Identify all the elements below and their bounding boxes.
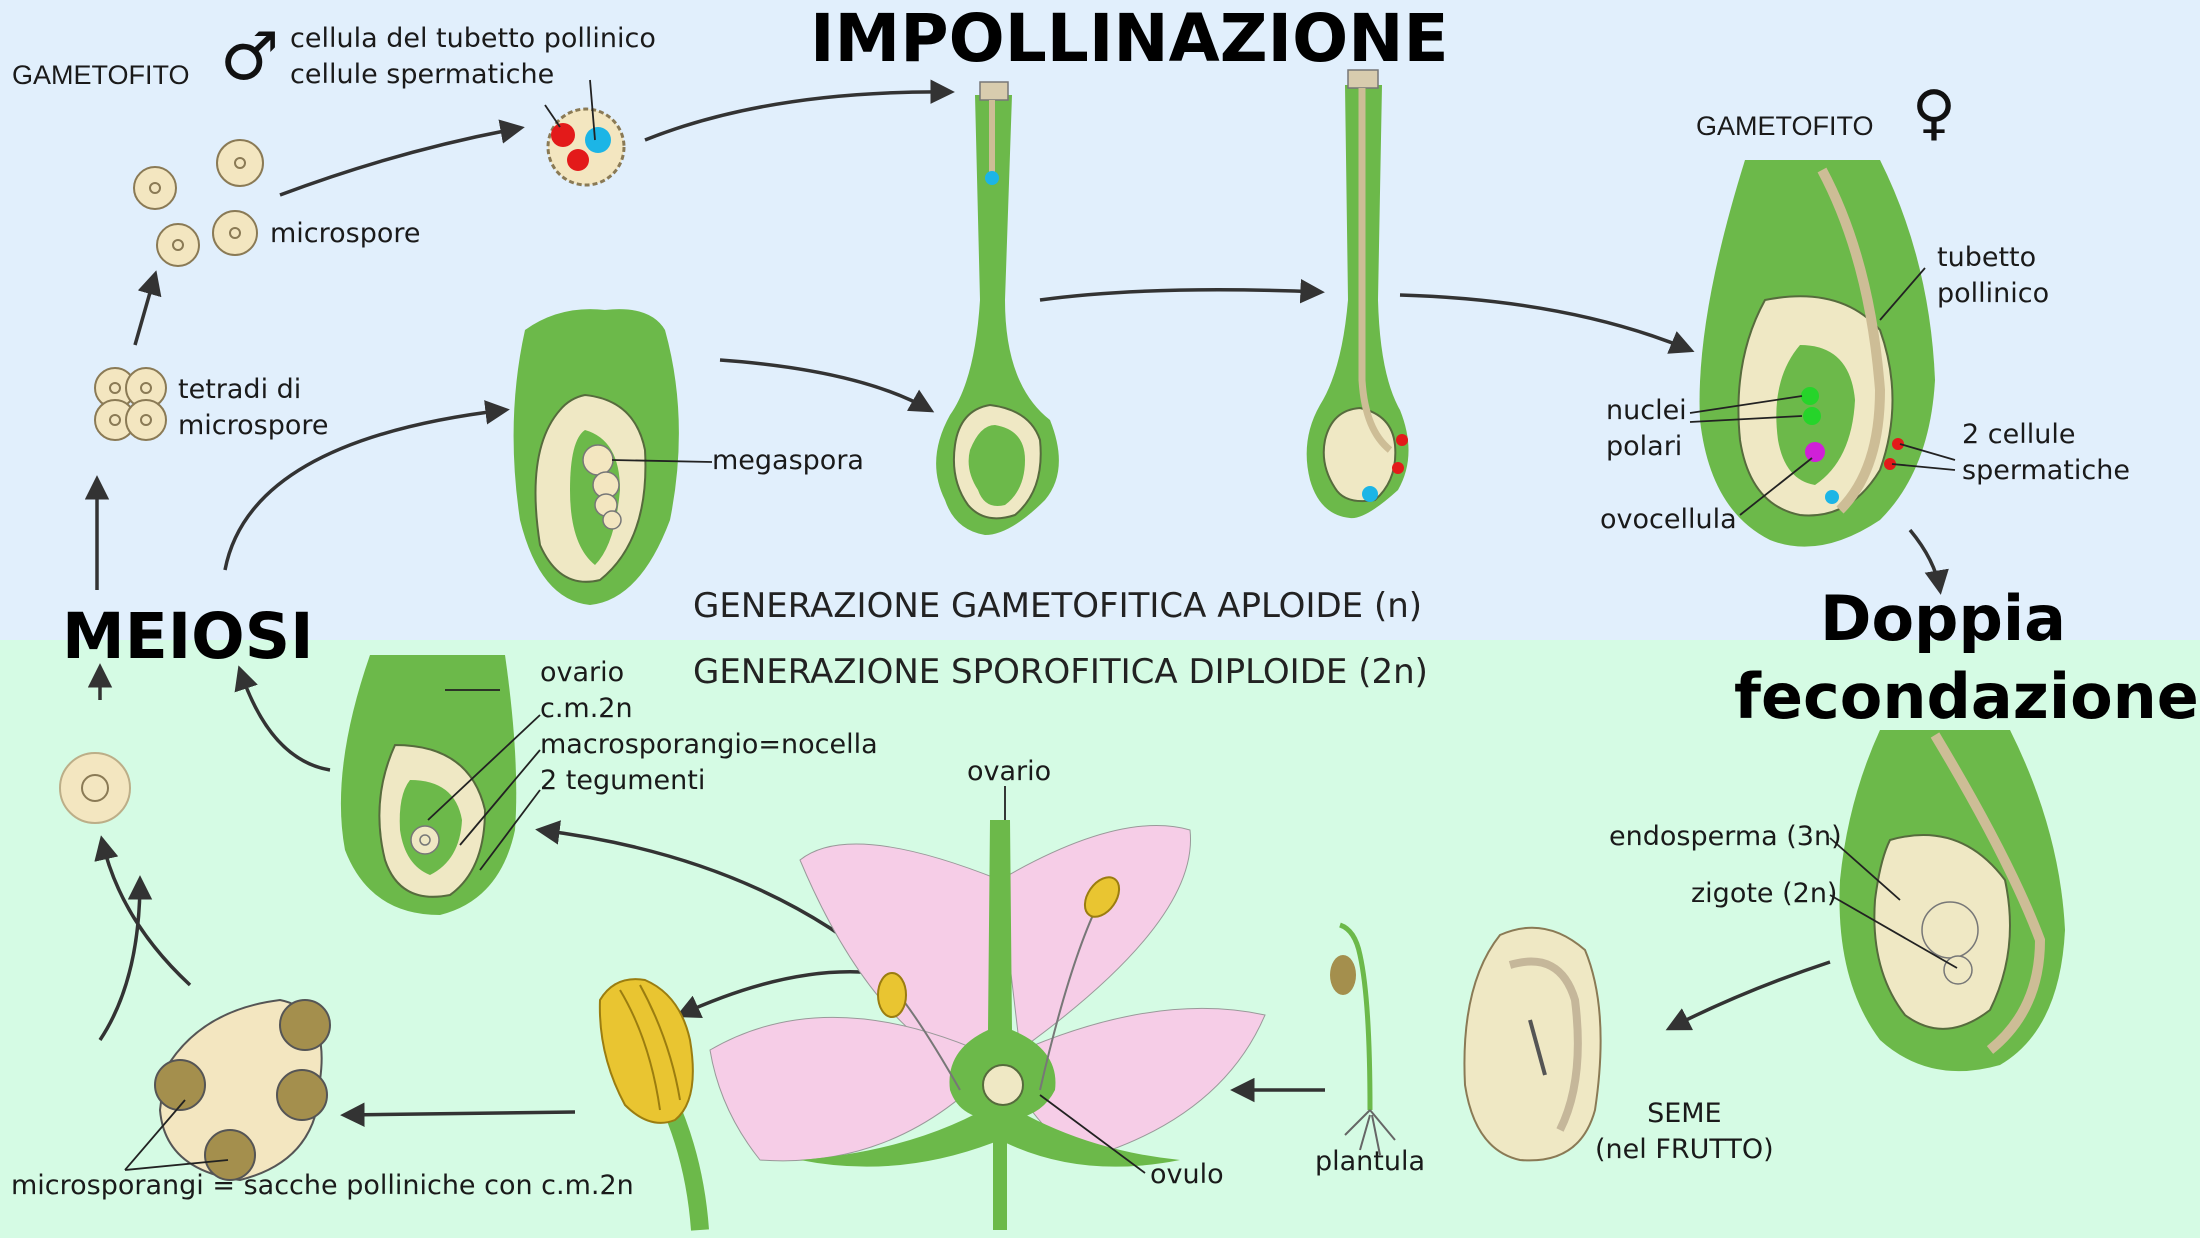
title-doppia: Doppia [1820, 582, 2066, 655]
pollen-grain [546, 107, 626, 187]
label-nuclei-polari: nuclei polari [1606, 393, 1687, 465]
label-ovario-ovule: ovario [540, 657, 625, 688]
pistil-late [1306, 69, 1409, 519]
title-impollinazione: IMPOLLINAZIONE [810, 0, 1449, 77]
label-tetradi-line2: microspore [178, 410, 329, 441]
generation-haploid-label: GENERAZIONE GAMETOFITICA APLOIDE (n) [693, 586, 1423, 626]
label-megaspora: megaspora [712, 445, 864, 476]
leader-lines [124, 79, 1958, 1174]
label-endosperma: endosperma (3n) [1609, 821, 1842, 852]
label-ovocellula: ovocellula [1600, 504, 1737, 535]
label-tegumenti: 2 tegumenti [540, 765, 706, 796]
male-symbol-icon: ♂ [220, 18, 280, 95]
label-seme-line2: (nel FRUTTO) [1595, 1134, 1774, 1165]
flower [709, 820, 1266, 1230]
label-plantula: plantula [1315, 1146, 1426, 1177]
label-ovario-flower: ovario [967, 756, 1052, 787]
pistil-early [936, 81, 1059, 535]
female-symbol-icon: ♀ [1912, 78, 1956, 148]
male-gametophyte-label: GAMETOFITO [12, 60, 190, 90]
generation-diploid-label: GENERAZIONE SPOROFITICA DIPLOIDE (2n) [693, 652, 1428, 692]
label-tubetto-pollinico: tubetto pollinico [1937, 240, 2049, 312]
ovule-megaspore [513, 309, 679, 605]
label-due-cellule-line2: spermatiche [1962, 455, 2130, 486]
label-tetradi-line1: tetradi di [178, 374, 302, 405]
ovule-diploid [340, 655, 517, 915]
seed [1463, 926, 1602, 1162]
label-macrosporangio: macrosporangio=nocella [540, 729, 878, 760]
label-microspore: microspore [270, 218, 421, 249]
label-tetradi: tetradi di microspore [178, 372, 329, 444]
label-tubetto-line2: pollinico [1937, 278, 2050, 309]
label-cellula-tubetto: cellula del tubetto pollinico [290, 23, 656, 54]
microsporangia [154, 998, 331, 1182]
label-microsporangi: microsporangi = sacche polliniche con c.… [11, 1170, 634, 1201]
seedling [1330, 922, 1396, 1156]
label-seme: SEME (nel FRUTTO) [1595, 1096, 1774, 1168]
label-zigote: zigote (2n) [1691, 878, 1838, 909]
label-cellule-spermatiche: cellule spermatiche [290, 59, 555, 90]
label-seme-line1: SEME [1647, 1098, 1722, 1129]
female-gametophyte [1699, 160, 1935, 547]
title-meiosi: MEIOSI [62, 600, 314, 673]
female-gametophyte-label: GAMETOFITO [1696, 111, 1874, 141]
tetrad-cells [94, 367, 167, 441]
label-ovulo: ovulo [1150, 1159, 1224, 1190]
microspore-cells [133, 139, 264, 267]
label-tubetto-line1: tubetto [1937, 242, 2037, 273]
label-nuclei-line1: nuclei [1606, 395, 1687, 426]
label-nuclei-line2: polari [1606, 431, 1683, 462]
title-fecondazione: fecondazione [1734, 660, 2199, 733]
label-due-cellule-line1: 2 cellule [1962, 419, 2076, 450]
label-cm2n: c.m.2n [540, 693, 633, 724]
ovule-fertilized [1839, 730, 2065, 1072]
anther [598, 978, 709, 1231]
label-due-cellule-spermatiche: 2 cellule spermatiche [1962, 417, 2130, 489]
mother-cell [59, 752, 131, 824]
